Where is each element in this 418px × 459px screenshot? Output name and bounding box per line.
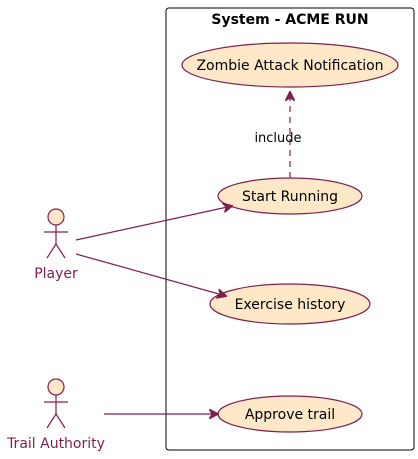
- association-player-exercise-history-line: [75, 253, 226, 296]
- actor-trail-authority-left-leg: [46, 413, 57, 429]
- usecase-approve-trail-label: Approve trail: [245, 407, 335, 423]
- actor-player: Player: [34, 208, 78, 282]
- system-box: [165, 7, 415, 451]
- system-title: System - ACME RUN: [211, 12, 368, 28]
- usecase-start-running-label: Start Running: [242, 189, 338, 205]
- include-label: include: [254, 131, 301, 146]
- usecase-approve-trail: Approve trail: [217, 395, 363, 433]
- actor-player-left-leg: [46, 243, 57, 259]
- actor-player-head: [47, 208, 65, 226]
- actor-player-label: Player: [34, 266, 78, 282]
- actor-player-right-leg: [55, 243, 66, 259]
- usecase-start-running: Start Running: [217, 177, 363, 215]
- association-player-exercise-history: [75, 253, 226, 296]
- usecase-zombie-attack-label: Zombie Attack Notification: [196, 58, 383, 74]
- usecase-exercise-history-shape: [209, 283, 371, 325]
- actor-trail-authority-head: [47, 378, 65, 396]
- actor-trail-authority-right-leg: [55, 413, 66, 429]
- include-relation: include: [254, 92, 302, 178]
- actor-trail-authority: Trail Authority: [6, 378, 105, 452]
- association-player-start-running-line: [75, 206, 232, 241]
- actor-trail-authority-label: Trail Authority: [6, 436, 105, 452]
- usecase-exercise-history: Exercise history: [209, 283, 371, 325]
- usecase-exercise-history-label: Exercise history: [235, 297, 346, 313]
- system-boundary: System - ACME RUN: [165, 7, 415, 451]
- association-player-start-running: [75, 206, 232, 241]
- usecase-zombie-attack: Zombie Attack Notification: [181, 42, 399, 88]
- usecase-zombie-attack-shape: [181, 42, 399, 88]
